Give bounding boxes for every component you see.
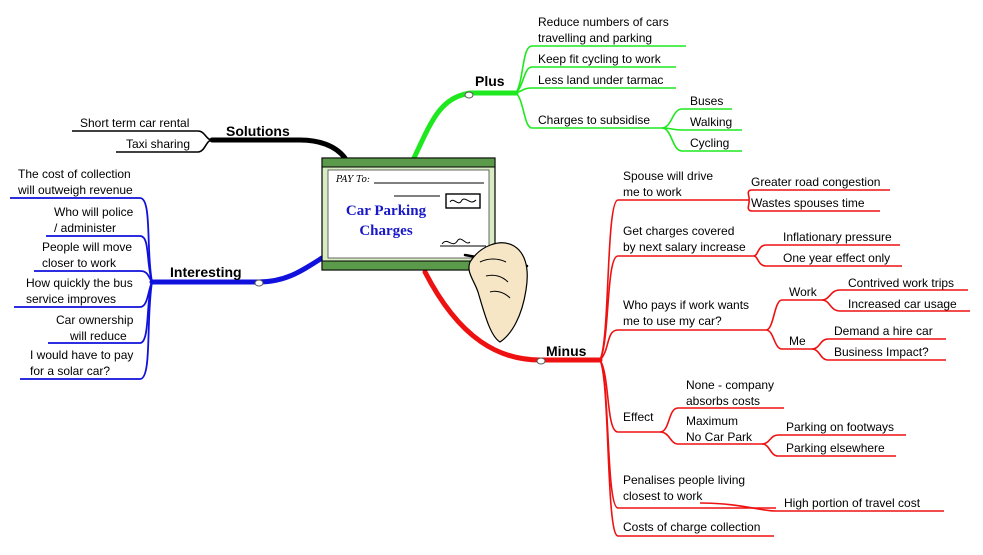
minus-effect-none-line2: absorbs costs <box>686 394 760 408</box>
interesting-item-bus-line2: service improves <box>26 292 116 306</box>
interesting-branch: Interesting The cost of collection will … <box>10 167 242 380</box>
interesting-item-police-line1: Who will police <box>54 205 134 219</box>
minus-item-penalises-line1: Penalises people living <box>623 473 745 487</box>
plus-child-walking: Walking <box>690 115 732 129</box>
center-title-line2: Charges <box>359 223 412 239</box>
interesting-item-move-line1: People will move <box>42 240 132 254</box>
minus-item-whopays-line1: Who pays if work wants <box>623 298 749 312</box>
solutions-main-branch <box>209 137 348 161</box>
solutions-item-taxi-sharing: Taxi sharing <box>126 137 190 151</box>
minus-me-label: Me <box>789 334 806 348</box>
plus-branch: Plus Reduce numbers of cars travelling a… <box>475 15 742 152</box>
minus-child-elsewhere: Parking elsewhere <box>786 441 885 455</box>
minus-child-inflationary: Inflationary pressure <box>783 230 892 244</box>
interesting-item-cost-line1: The cost of collection <box>18 167 131 181</box>
plus-label: Plus <box>475 73 505 89</box>
minus-branch: Minus Spouse will drive me to work Great… <box>546 169 970 537</box>
interesting-item-solar-line1: I would have to pay <box>30 348 133 362</box>
minus-child-one-year: One year effect only <box>783 251 890 265</box>
minus-item-collection-costs: Costs of charge collection <box>623 520 760 534</box>
minus-child-footways: Parking on footways <box>786 420 894 434</box>
solutions-label: Solutions <box>226 123 290 139</box>
minus-item-spouse-line1: Spouse will drive <box>623 169 713 183</box>
minus-child-spouses-time: Wastes spouses time <box>751 196 865 210</box>
minus-effect-maximum-line1: Maximum <box>686 414 738 428</box>
minus-child-increased-usage: Increased car usage <box>848 297 957 311</box>
plus-child-cycling: Cycling <box>690 136 729 150</box>
center-title-line1: Car Parking <box>346 203 427 219</box>
plus-child-buses: Buses <box>690 94 723 108</box>
minus-child-travel-cost: High portion of travel cost <box>784 496 921 510</box>
interesting-item-bus-line1: How quickly the bus <box>26 276 133 290</box>
minus-child-hire-car: Demand a hire car <box>834 324 933 338</box>
interesting-item-ownership-line1: Car ownership <box>56 313 134 327</box>
minus-child-contrived-trips: Contrived work trips <box>848 276 954 290</box>
minus-item-spouse-line2: me to work <box>623 185 683 199</box>
plus-item-reduce-line2: travelling and parking <box>538 31 652 45</box>
minus-child-road-congestion: Greater road congestion <box>751 175 880 189</box>
minus-label: Minus <box>546 343 587 359</box>
interesting-item-ownership-line2: will reduce <box>69 329 127 343</box>
central-topic: PAY To: Car Parking Charges <box>321 157 496 271</box>
solutions-branch: Solutions Short term car rental Taxi sha… <box>72 116 290 153</box>
minus-item-salary-line2: by next salary increase <box>623 240 746 254</box>
interesting-item-solar-line2: for a solar car? <box>30 364 110 378</box>
minus-effect-label: Effect <box>623 410 654 424</box>
minus-child-business-impact: Business Impact? <box>834 345 929 359</box>
plus-item-keep-fit: Keep fit cycling to work <box>538 52 662 66</box>
minus-item-whopays-line2: me to use my car? <box>623 314 722 328</box>
minus-item-salary-line1: Get charges covered <box>623 224 734 238</box>
plus-item-charges-subsidise: Charges to subsidise <box>538 113 650 127</box>
interesting-item-cost-line2: will outweigh revenue <box>17 183 133 197</box>
minus-item-penalises-line2: closest to work <box>623 489 703 503</box>
solutions-item-car-rental: Short term car rental <box>80 116 189 130</box>
plus-main-branch <box>411 90 519 161</box>
minus-effect-maximum-line2: No Car Park <box>686 430 753 444</box>
plus-item-less-land: Less land under tarmac <box>538 73 663 87</box>
minus-effect-none-line1: None - company <box>686 378 774 392</box>
plus-item-reduce-line1: Reduce numbers of cars <box>538 15 669 29</box>
interesting-item-police-line2: / administer <box>54 221 116 235</box>
minus-main-branch <box>422 269 603 363</box>
hand-with-pen-icon <box>463 242 529 343</box>
minus-work-label: Work <box>789 285 818 299</box>
interesting-label: Interesting <box>170 264 242 280</box>
interesting-item-move-line2: closer to work <box>42 256 117 270</box>
cheque-payto: PAY To: <box>335 175 370 185</box>
